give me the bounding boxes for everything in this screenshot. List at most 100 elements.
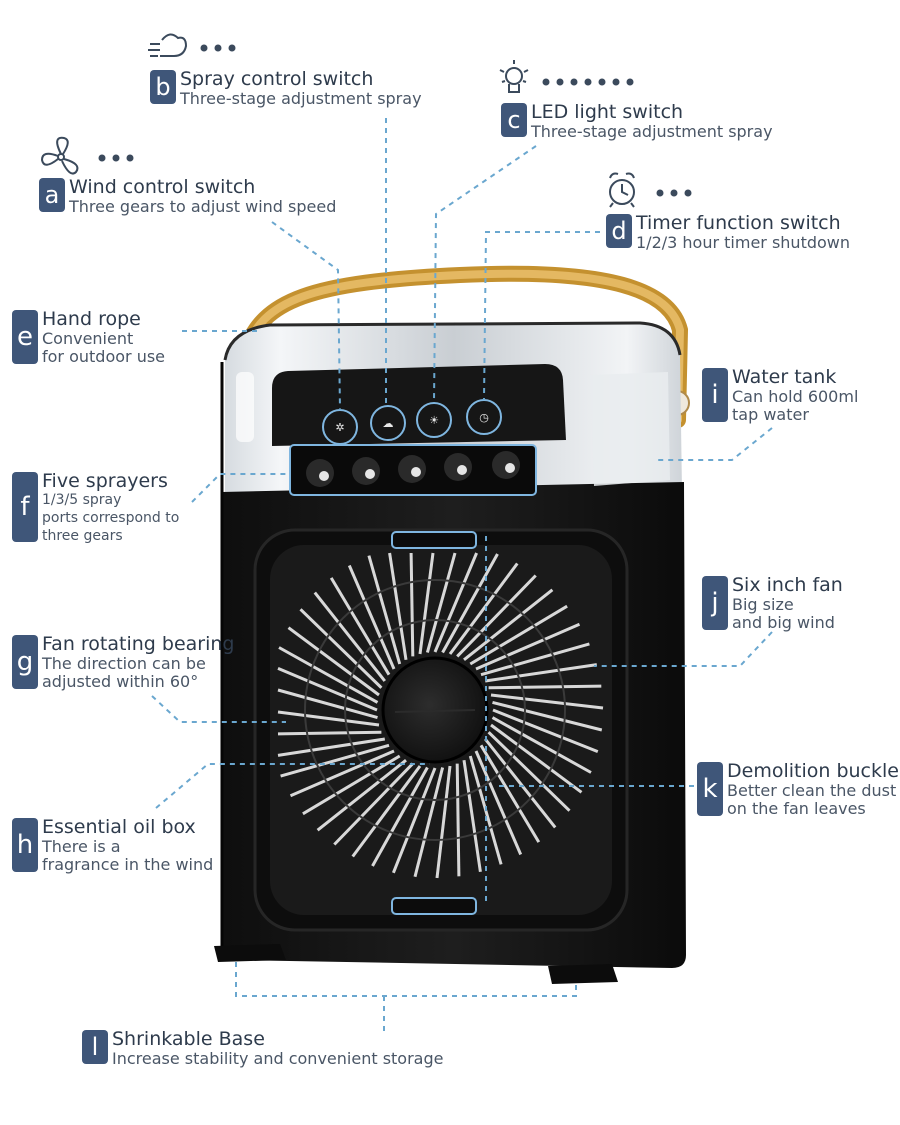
fan-grill-spoke [425,552,457,653]
callout-demolition-buckle: k Demolition buckle Better clean the dus… [697,762,899,817]
fan-grill-spoke [329,577,391,676]
badge-c: c [501,103,527,137]
fan-bearing-desc-2: adjusted within 60° [42,672,199,691]
spray-control-desc: Three-stage adjustment spray [180,89,422,108]
badge-e: e [12,310,38,364]
badge-j: j [702,576,728,630]
fan-grill-spoke [367,555,402,665]
fan-grill-spoke [474,750,523,856]
spray-control-title: Spray control switch [180,68,374,90]
fan-grill-spoke [278,646,379,704]
badge-k: k [697,762,723,816]
dots-a [98,154,134,162]
badge-g: g [12,635,38,689]
callout-hand-rope: e Hand rope Convenient for outdoor use [12,310,165,365]
fan-grill-spoke [487,731,571,812]
oil-box-desc-2: fragrance in the wind [42,855,214,874]
alarm-clock-icon [609,172,635,208]
sprayers-desc-3: three gears [42,528,123,544]
badge-b: b [150,70,176,104]
fan-grill-spoke [469,604,568,666]
demolition-buckle-desc-1: Better clean the dust [727,781,897,800]
led-light-title: LED light switch [531,101,684,123]
callout-wind-control: a Wind control switch Three gears to adj… [39,178,336,215]
fan-grill-spoke [418,552,435,655]
shrinkable-base-title: Shrinkable Base [112,1028,265,1050]
fan-grill-spoke [299,608,383,689]
fan-grill-spoke [409,552,415,657]
callout-shrinkable-base: l Shrinkable Base Increase stability and… [82,1030,443,1067]
hand-rope-title: Hand rope [42,308,141,330]
spray-icon [148,33,188,57]
fan-bearing-desc-1: The direction can be [42,654,206,673]
fan-grill-spoke [480,642,590,677]
six-inch-fan-desc-1: Big size [732,595,794,614]
water-tank-desc-2: tap water [732,405,809,424]
fan-grill-spoke [277,667,378,712]
callout-timer: d Timer function switch 1/2/3 hour timer… [606,214,850,251]
fan-grill-spoke [277,688,378,720]
callout-sprayers: f Five sprayers 1/3/5 spray ports corres… [12,472,179,545]
fan-grill-spoke [302,754,401,816]
fan-icon [40,136,79,175]
sprayers-desc-2: ports correspond to [42,510,180,526]
light-bulb-icon [499,60,529,93]
svg-text:◷: ◷ [479,411,489,424]
wind-control-desc: Three gears to adjust wind speed [69,197,337,216]
fan-grill-spoke [277,737,386,757]
fan-grill-spoke [490,693,604,710]
fan-grill-spoke [392,767,437,874]
fan-grill-spoke [463,588,554,661]
badge-h: h [12,818,38,872]
fan-grill-spoke [479,744,541,843]
fan-grill-spoke [475,622,581,671]
timer-desc: 1/2/3 hour timer shutdown [636,233,851,252]
oil-box-desc-1: There is a [42,837,121,856]
badge-f: f [12,472,38,542]
fan-grill-spoke [455,763,461,877]
demolition-buckle-title: Demolition buckle [727,760,899,782]
sprayers-title: Five sprayers [42,470,168,492]
fan-grill-spoke [287,626,380,697]
fan-grill-spoke [371,766,429,867]
six-inch-fan-desc-2: and big wind [732,613,835,632]
fan-grill-spoke [462,759,482,873]
control-panel: ✲ ☁ ☀ ◷ [272,364,566,446]
fan-grill-spoke [333,762,414,846]
fan-grill-spoke [316,759,407,832]
six-inch-fan-title: Six inch fan [732,574,843,596]
fan-grill-spoke [351,765,422,858]
leader-lines [151,118,773,1032]
callout-fan-bearing: g Fan rotating bearing The direction can… [12,635,234,690]
base-feet [214,944,618,984]
svg-text:☀: ☀ [429,414,439,427]
led-light-desc: Three-stage adjustment spray [531,122,773,141]
fan-grill-spoke [484,738,557,829]
fan-grill-spoke [277,730,382,736]
demolition-buckle-desc-2: on the fan leaves [727,799,866,818]
fan-grill-spoke [490,723,583,794]
svg-text:✲: ✲ [335,421,344,434]
fan-grill-spoke [488,684,602,690]
fan-grill-spoke [492,708,599,753]
fan-grill-spoke [388,552,408,661]
sprayers-desc-1: 1/3/5 spray [42,492,122,508]
callout-six-inch-fan: j Six inch fan Big size and big wind [702,576,843,631]
fan-bearing-title: Fan rotating bearing [42,633,235,655]
fan-grill-spoke [313,591,386,682]
badge-d: d [606,214,632,248]
dots-c [542,78,634,86]
water-tank-desc-1: Can hold 600ml [732,387,859,406]
fan-housing [253,528,629,932]
callout-oil-box: h Essential oil box There is a fragrance… [12,818,213,873]
dots-d [656,189,692,197]
callout-spray-control: b Spray control switch Three-stage adjus… [150,70,422,107]
sprayer-strip [289,444,537,496]
svg-text:☁: ☁ [383,417,394,430]
badge-l: l [82,1030,108,1064]
fan-grill-spoke [280,743,390,778]
fan-grill-spoke [484,663,598,683]
dots-b [200,44,236,52]
fan-grill-spoke [441,553,499,654]
